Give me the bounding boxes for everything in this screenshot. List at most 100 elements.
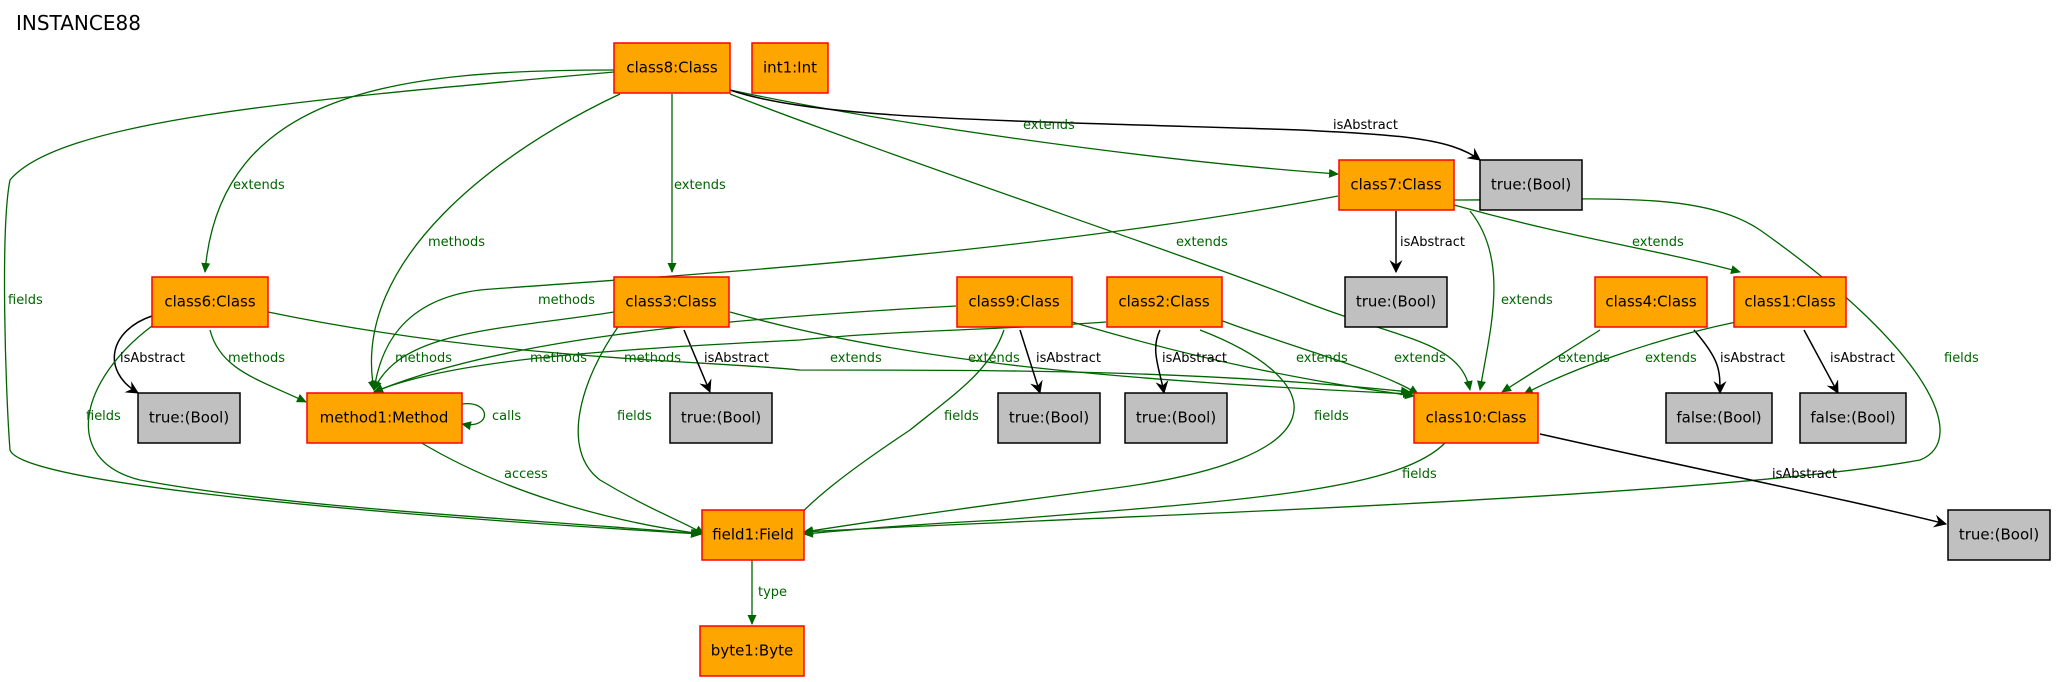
node-method1-label: method1:Method <box>320 409 449 427</box>
label-class9-isabstract: isAbstract <box>1036 351 1101 366</box>
label-class8-class6-extends: extends <box>233 178 285 193</box>
node-class1-label: class1:Class <box>1744 293 1835 311</box>
label-class4-isabstract: isAbstract <box>1720 351 1785 366</box>
edge-class8-class7-extends <box>729 89 1339 178</box>
node-true-c7[interactable]: true:(Bool) <box>1344 276 1448 328</box>
node-field1-label: field1:Field <box>712 526 794 544</box>
node-int1[interactable]: int1:Int <box>751 42 829 94</box>
edge-class1-bool-isabstract <box>1803 329 1839 394</box>
edge-labels: extends extends extends isAbstract metho… <box>8 118 1979 600</box>
edge-class3-method1-methods <box>373 311 615 391</box>
label-class6-methods: methods <box>228 351 285 366</box>
label-class2-isabstract: isAbstract <box>1162 351 1227 366</box>
node-class2[interactable]: class2:Class <box>1106 276 1223 328</box>
node-method1[interactable]: method1:Method <box>306 392 463 444</box>
node-false-c1-label: false:(Bool) <box>1810 409 1895 427</box>
node-class3[interactable]: class3:Class <box>613 276 730 328</box>
label-class7-fields: fields <box>1944 351 1979 366</box>
edge-class3-bool-isabstract <box>683 329 712 393</box>
label-class4-class10-extends: extends <box>1558 351 1610 366</box>
node-int1-label: int1:Int <box>763 59 817 77</box>
label-class8-class7-extends: extends <box>1023 118 1075 133</box>
label-class8-methods: methods <box>428 235 485 250</box>
node-class6-label: class6:Class <box>164 293 255 311</box>
edge-class6-field1-fields <box>87 325 701 538</box>
edge-class7-field1-fields <box>803 198 1941 536</box>
node-false-c4-label: false:(Bool) <box>1676 409 1761 427</box>
edge-method1-self-calls <box>461 403 486 431</box>
node-false-c1[interactable]: false:(Bool) <box>1799 392 1907 444</box>
node-class4-label: class4:Class <box>1605 293 1696 311</box>
node-true-c6-label: true:(Bool) <box>149 409 229 427</box>
node-class10-label: class10:Class <box>1426 409 1527 427</box>
nodes: class8:Class int1:Int class7:Class true:… <box>137 42 2051 677</box>
label-class8-class3-extends: extends <box>674 178 726 193</box>
edge-class8-field1-fields <box>3 71 701 538</box>
label-class6-isabstract: isAbstract <box>120 351 185 366</box>
edge-class7-method1-methods <box>370 195 1339 391</box>
label-class2-methods: methods <box>624 351 681 366</box>
edge-class9-field1-fields <box>783 329 1005 533</box>
node-true-c10[interactable]: true:(Bool) <box>1947 509 2051 561</box>
edge-class2-field1-fields <box>803 329 1295 536</box>
node-class6[interactable]: class6:Class <box>151 276 269 328</box>
edge-class1-class10-extends <box>1523 321 1737 395</box>
node-class7-label: class7:Class <box>1350 176 1441 194</box>
node-byte1-label: byte1:Byte <box>711 642 793 660</box>
label-method1-calls: calls <box>492 409 521 424</box>
node-true-c2[interactable]: true:(Bool) <box>1124 392 1228 444</box>
label-class7-class10-extends: extends <box>1501 293 1553 308</box>
node-true-c8[interactable]: true:(Bool) <box>1479 159 1583 211</box>
node-true-c6[interactable]: true:(Bool) <box>137 392 241 444</box>
node-class7[interactable]: class7:Class <box>1338 159 1455 211</box>
label-class8-fields: fields <box>8 293 43 308</box>
edges <box>3 69 1948 625</box>
edge-method1-field1-access <box>419 441 703 538</box>
label-class9-fields: fields <box>944 409 979 424</box>
label-class3-isabstract: isAbstract <box>704 351 769 366</box>
edge-class6-bool-isabstract <box>113 315 153 394</box>
diagram-title: INSTANCE88 <box>16 11 141 35</box>
node-true-c2-label: true:(Bool) <box>1136 409 1216 427</box>
edge-class9-bool-isabstract <box>1019 329 1043 395</box>
label-class6-fields: fields <box>86 409 121 424</box>
node-class4[interactable]: class4:Class <box>1594 276 1708 328</box>
node-class2-label: class2:Class <box>1118 293 1209 311</box>
node-class3-label: class3:Class <box>625 293 716 311</box>
node-false-c4[interactable]: false:(Bool) <box>1665 392 1773 444</box>
edge-class9-class10-extends <box>1071 321 1415 400</box>
node-true-c10-label: true:(Bool) <box>1959 526 2039 544</box>
label-class1-class10-extends: extends <box>1645 351 1697 366</box>
node-true-c9[interactable]: true:(Bool) <box>997 392 1101 444</box>
edge-class10-field1-fields <box>803 441 1447 538</box>
node-class8[interactable]: class8:Class <box>613 42 731 94</box>
label-class1-isabstract: isAbstract <box>1830 351 1895 366</box>
node-true-c3[interactable]: true:(Bool) <box>669 392 773 444</box>
label-class2-class10-extends: extends <box>1394 351 1446 366</box>
node-byte1[interactable]: byte1:Byte <box>699 625 805 677</box>
label-class3-class10-extends: extends <box>968 351 1020 366</box>
node-class1[interactable]: class1:Class <box>1733 276 1847 328</box>
edge-class7-class1-extends <box>1453 204 1741 274</box>
node-true-c9-label: true:(Bool) <box>1009 409 1089 427</box>
edge-class8-bool-isabstract <box>729 89 1481 161</box>
label-method1-access: access <box>504 467 548 482</box>
label-class3-methods: methods <box>395 351 452 366</box>
label-field1-type: type <box>758 585 787 600</box>
edge-class6-class10-extends <box>267 311 1411 396</box>
edge-class9-method1-methods <box>373 305 957 393</box>
node-class10[interactable]: class10:Class <box>1413 392 1539 444</box>
node-field1[interactable]: field1:Field <box>701 509 805 561</box>
label-class2-fields: fields <box>1314 409 1349 424</box>
node-class9[interactable]: class9:Class <box>956 276 1073 328</box>
label-class7-isabstract: isAbstract <box>1400 235 1465 250</box>
node-true-c7-label: true:(Bool) <box>1356 293 1436 311</box>
label-class10-fields: fields <box>1402 467 1437 482</box>
label-class7-methods: methods <box>538 293 595 308</box>
edge-class8-class10-extends <box>729 93 1473 391</box>
edge-class2-bool-isabstract <box>1154 329 1169 395</box>
label-class7-class1-extends: extends <box>1632 235 1684 250</box>
label-class9-class10-extends: extends <box>1296 351 1348 366</box>
label-class10-isabstract: isAbstract <box>1772 467 1837 482</box>
